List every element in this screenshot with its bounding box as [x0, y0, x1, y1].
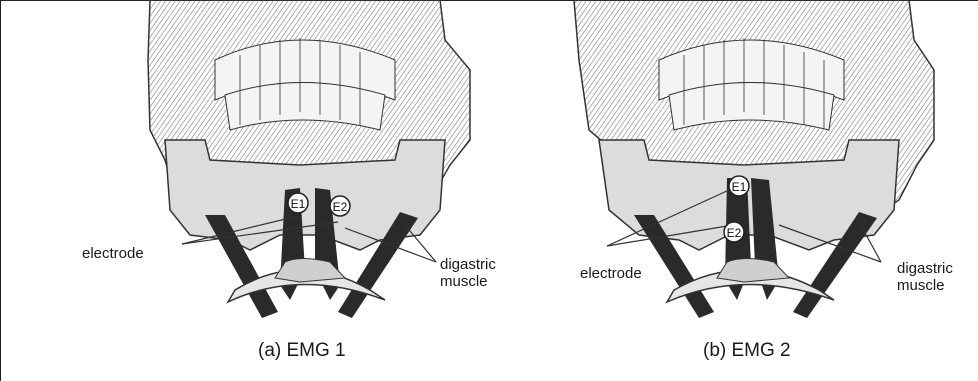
muscle-label: digastric muscle — [897, 260, 953, 294]
panel-a: E1 E2 electrode digastric muscle (a) EMG… — [0, 0, 489, 381]
electrode-e2-text: E2 — [333, 200, 348, 214]
muscle-label: digastric muscle — [440, 256, 496, 290]
jaw-illustration-b: E1 E2 — [489, 0, 978, 381]
jaw-illustration-a: E1 E2 — [0, 0, 489, 381]
panel-caption-a: (a) EMG 1 — [258, 340, 346, 362]
panel-caption-b: (b) EMG 2 — [703, 340, 791, 362]
panel-b: E1 E2 electrode digastric muscle (b) EMG… — [489, 0, 978, 381]
electrode-label: electrode — [580, 265, 642, 282]
electrode-e2-text: E2 — [727, 226, 742, 240]
muscle-label-line2: muscle — [897, 277, 953, 294]
muscle-label-line2: muscle — [440, 273, 496, 290]
electrode-e1-text: E1 — [732, 180, 747, 194]
electrode-e1-text: E1 — [291, 197, 306, 211]
muscle-label-line1: digastric — [440, 256, 496, 273]
muscle-label-line1: digastric — [897, 260, 953, 277]
electrode-label: electrode — [82, 245, 144, 262]
